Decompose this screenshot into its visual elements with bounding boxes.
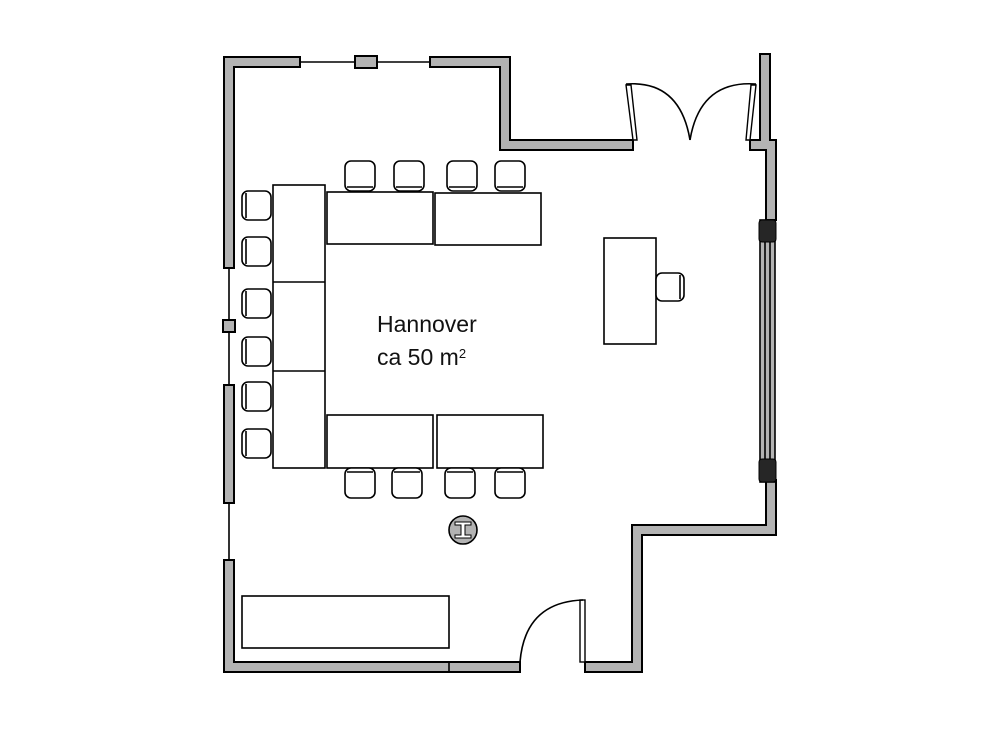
wall-right-upper bbox=[749, 53, 777, 221]
walls bbox=[223, 53, 777, 673]
chair bbox=[444, 467, 476, 499]
area-unit-superscript: 2 bbox=[458, 346, 467, 361]
room-area: ca 50 m2 bbox=[377, 341, 477, 374]
chair bbox=[494, 467, 526, 499]
chairs bbox=[241, 160, 685, 499]
room-name: Hannover bbox=[377, 311, 477, 337]
single-door bbox=[519, 599, 586, 663]
wall-top-middle bbox=[429, 56, 634, 151]
chair bbox=[241, 336, 272, 367]
wall-right-lower bbox=[584, 479, 777, 673]
room-area-value: ca 50 m bbox=[377, 344, 459, 370]
window-mullion-left bbox=[222, 319, 236, 333]
table-bottom-2 bbox=[436, 414, 544, 469]
sideboard bbox=[241, 595, 450, 649]
window-right bbox=[758, 219, 777, 483]
tables bbox=[241, 184, 657, 649]
chair bbox=[393, 160, 425, 192]
column-symbol bbox=[448, 515, 478, 545]
room-label: Hannover ca 50 m2 bbox=[377, 308, 477, 374]
table-top-1 bbox=[326, 191, 434, 245]
chair bbox=[241, 236, 272, 267]
chair bbox=[494, 160, 526, 192]
chair bbox=[655, 272, 685, 302]
windows bbox=[222, 55, 777, 560]
chair bbox=[344, 160, 376, 192]
desk-right bbox=[603, 237, 657, 345]
table-left bbox=[272, 184, 326, 469]
double-door bbox=[625, 83, 757, 141]
chair bbox=[391, 467, 423, 499]
wall-top-left bbox=[223, 56, 301, 269]
table-bottom-1 bbox=[326, 414, 434, 469]
chair bbox=[446, 160, 478, 192]
wall-left-segment bbox=[223, 384, 235, 504]
chair bbox=[241, 190, 272, 221]
chair bbox=[344, 467, 376, 499]
chair bbox=[241, 381, 272, 412]
table-top-2 bbox=[434, 192, 542, 246]
chair bbox=[241, 288, 272, 319]
chair bbox=[241, 428, 272, 459]
window-mullion-top bbox=[354, 55, 378, 69]
